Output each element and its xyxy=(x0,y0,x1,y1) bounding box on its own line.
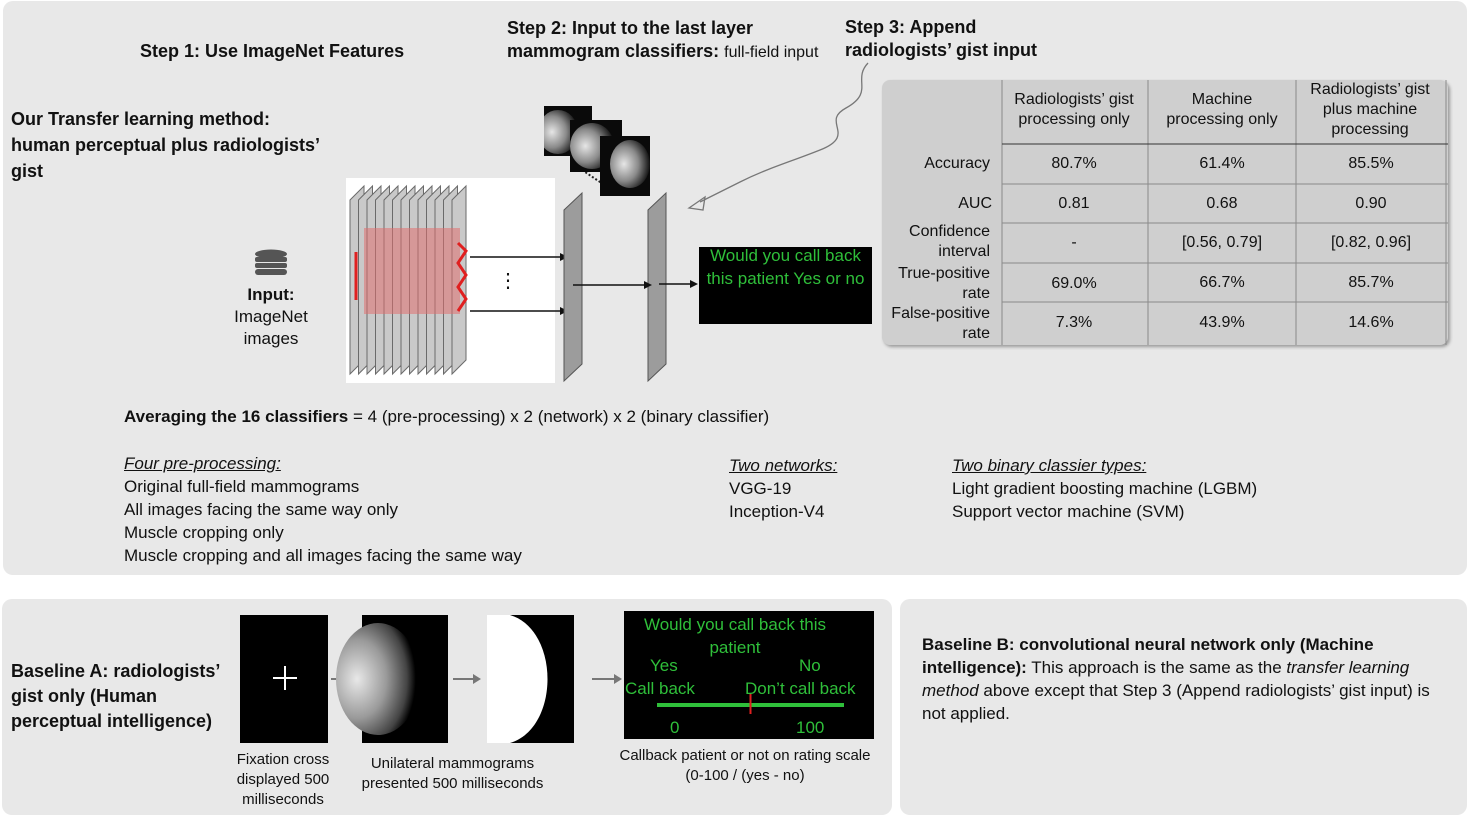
input-label: Input: ImageNet images xyxy=(225,284,317,350)
table-cell: 0.81 xyxy=(1058,195,1090,212)
list-item: Muscle cropping only xyxy=(124,523,284,542)
callback-question-box xyxy=(699,247,872,324)
baseline-a-title: Baseline A: radiologists’ gist only (Hum… xyxy=(11,661,220,731)
table-cell: 0.90 xyxy=(1355,195,1387,212)
list-item: Inception-V4 xyxy=(729,502,825,521)
rating-scale-max: 100 xyxy=(796,718,825,737)
mammogram-caption: Unilateral mammograms presented 500 mill… xyxy=(361,755,544,792)
rating-dont-call-back: Don’t call back xyxy=(745,679,856,698)
table-row-label-accuracy: Accuracy xyxy=(924,155,990,172)
baseline-b-text: Baseline B: convolutional neural network… xyxy=(922,633,1437,725)
preprocessing-title: Four pre-processing: xyxy=(124,454,281,473)
list-item: Original full-field mammograms xyxy=(124,477,360,496)
method-title: Our Transfer learning method: human perc… xyxy=(11,109,320,181)
table-cell: 66.7% xyxy=(1199,274,1245,291)
averaging-bold: Averaging the 16 classifiers xyxy=(124,407,349,426)
classifiers-title: Two binary classier types: xyxy=(952,456,1147,475)
table-row-label-confidence: Confidence interval xyxy=(909,223,990,260)
step2-heading: Step 2: Input to the last layer mammogra… xyxy=(507,17,822,63)
step1-heading: Step 1: Use ImageNet Features xyxy=(140,41,405,61)
mammogram-thumbnails xyxy=(544,106,650,196)
table-cell: 14.6% xyxy=(1348,314,1394,331)
rating-question: Would you call back this patient xyxy=(643,615,827,657)
table-cell: [0.82, 0.96] xyxy=(1330,234,1412,251)
table-col-header-machine: Machine processing only xyxy=(1166,91,1278,128)
step3-heading: Step 3: Append radiologists’ gist input xyxy=(845,17,1038,60)
fixation-caption: Fixation cross displayed 500 millisecond… xyxy=(236,751,330,808)
table-row-label-fpr: False-positive rate xyxy=(891,305,990,342)
baseline-b-panel xyxy=(900,599,1467,815)
averaging-line: Averaging the 16 classifiers = 4 (pre-pr… xyxy=(124,406,769,428)
preprocessing-list: Four pre-processing: Original full-field… xyxy=(124,452,522,567)
database-icon xyxy=(255,249,287,275)
table-cell: 85.5% xyxy=(1348,155,1394,172)
rating-yes: Yes xyxy=(650,656,678,675)
list-item: Light gradient boosting machine (LGBM) xyxy=(952,479,1258,498)
networks-title: Two networks: xyxy=(729,456,838,475)
table-cell: 80.7% xyxy=(1051,155,1097,172)
table-cell: 61.4% xyxy=(1199,155,1245,172)
rating-caption: Callback patient or not on rating scale … xyxy=(619,747,871,784)
baseline-b-text2: above except that Step 3 (Append radiolo… xyxy=(922,681,1430,723)
baseline-b-italic: transfer learning method xyxy=(922,658,1410,700)
ellipsis: ⋮ xyxy=(498,270,518,292)
averaging-rest: = 4 (pre-processing) x 2 (network) x 2 (… xyxy=(348,407,770,426)
table-cell: 85.7% xyxy=(1348,274,1394,291)
results-table: Radiologists’ gist processing only Machi… xyxy=(882,80,1448,345)
table-cell: [0.56, 0.79] xyxy=(1181,234,1263,251)
table-cell: 43.9% xyxy=(1199,314,1245,331)
list-item: All images facing the same way only xyxy=(124,500,399,519)
baseline-b-text1: This approach is the same as the xyxy=(1026,658,1287,677)
table-cell: 7.3% xyxy=(1055,314,1093,331)
list-item: Support vector machine (SVM) xyxy=(952,502,1185,521)
list-item: VGG-19 xyxy=(729,479,792,498)
list-item: Muscle cropping and all images facing th… xyxy=(124,546,522,565)
table-row-label-tpr: True-positive rate xyxy=(898,265,990,302)
networks-list: Two networks: VGG-19 Inception-V4 xyxy=(729,454,837,523)
step2-rest: full-field input xyxy=(724,44,819,61)
table-grid xyxy=(1001,80,1448,345)
table-col-header-combined: Radiologists’ gist plus machine processi… xyxy=(1310,81,1430,138)
callback-question-text: Would you call back this patient Yes or … xyxy=(706,246,865,288)
table-cell: 69.0% xyxy=(1051,275,1097,292)
classifiers-list: Two binary classier types: Light gradien… xyxy=(952,454,1257,523)
step2-bold: Step 2: Input to the last layer mammogra… xyxy=(507,18,754,61)
rating-no: No xyxy=(799,656,821,675)
rating-scale-min: 0 xyxy=(670,718,680,737)
input-label-bold: Input: xyxy=(247,285,295,304)
table-col-header-gist: Radiologists’ gist processing only xyxy=(1014,91,1134,128)
table-cell: - xyxy=(1071,234,1077,251)
input-desc: ImageNet images xyxy=(234,307,308,348)
table-cell: 0.68 xyxy=(1206,195,1238,212)
rating-call-back: Call back xyxy=(625,679,695,698)
baseline-b-title: Baseline B: convolutional neural network… xyxy=(922,635,1374,677)
table-row-label-auc: AUC xyxy=(958,195,992,212)
